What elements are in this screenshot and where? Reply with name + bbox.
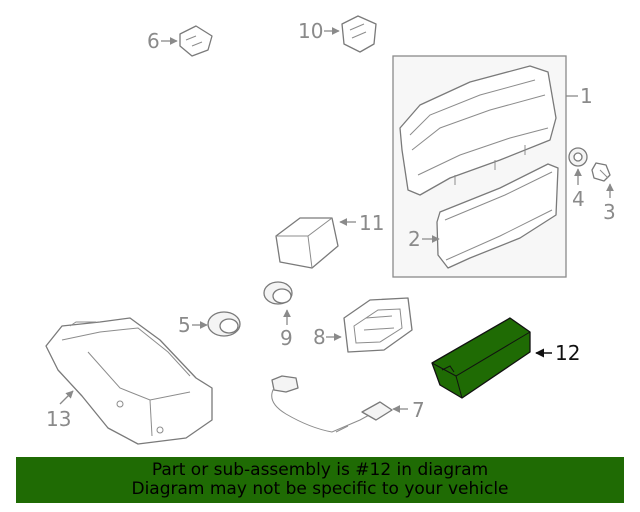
part-11-module: 11 <box>275 211 384 269</box>
part-12-highlighted: 12 <box>431 317 580 399</box>
label-9: 9 <box>280 326 293 350</box>
part-3-screw: 3 <box>591 162 616 224</box>
part-13-base: 13 <box>45 317 213 445</box>
part-4-washer: 4 <box>568 147 588 211</box>
label-13: 13 <box>46 407 71 431</box>
part-10-bracket: 10 <box>298 15 377 53</box>
banner-line-2: Diagram may not be specific to your vehi… <box>131 479 509 499</box>
info-banner: Part or sub-assembly is #12 in diagram D… <box>16 457 624 503</box>
label-12: 12 <box>555 341 580 365</box>
label-6: 6 <box>147 29 160 53</box>
label-3: 3 <box>603 200 616 224</box>
label-5: 5 <box>178 313 191 337</box>
part-5-knob: 5 <box>178 311 241 337</box>
part-9-socket: 9 <box>263 281 293 350</box>
callout-2: 2 <box>408 227 440 251</box>
banner-line-1: Part or sub-assembly is #12 in diagram <box>151 460 489 480</box>
label-11: 11 <box>359 211 384 235</box>
part-7-cable: 7 <box>271 375 425 433</box>
label-7: 7 <box>412 398 425 422</box>
part-6-clip: 6 <box>147 25 213 57</box>
part-1-cluster-box <box>392 55 567 278</box>
label-2: 2 <box>408 227 421 251</box>
label-8: 8 <box>313 325 326 349</box>
part-8-switch-panel: 8 <box>313 297 413 353</box>
callout-1: 1 <box>566 84 593 108</box>
label-1: 1 <box>580 84 593 108</box>
label-4: 4 <box>572 187 585 211</box>
label-10: 10 <box>298 19 323 43</box>
